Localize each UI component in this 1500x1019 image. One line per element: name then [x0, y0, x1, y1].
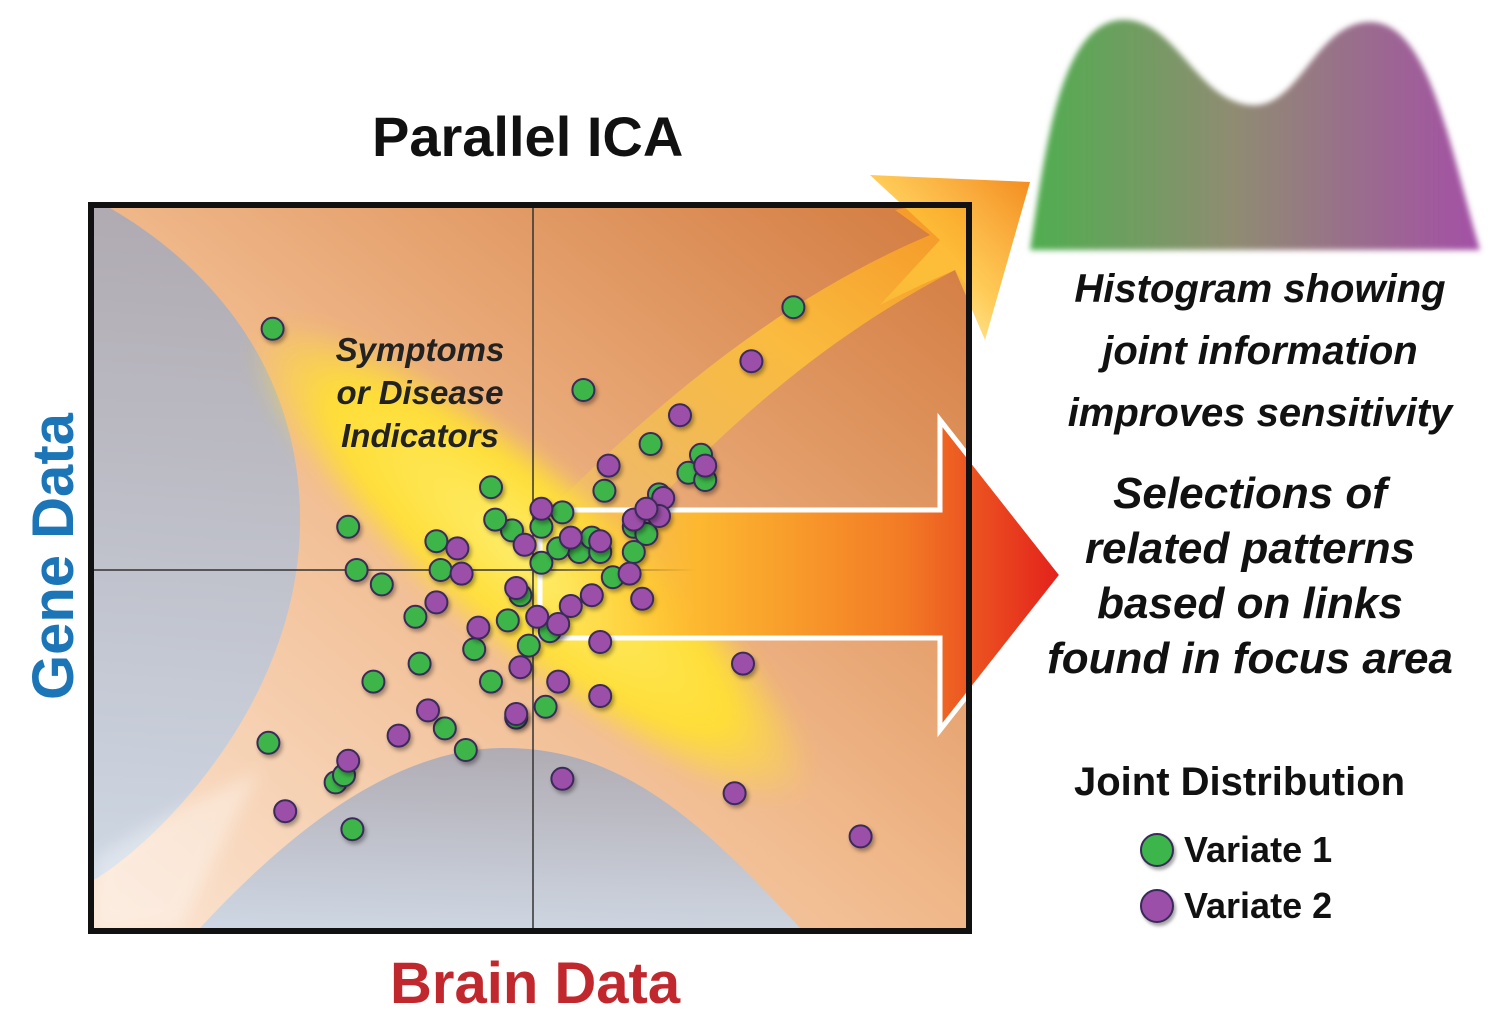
- variate-1-point-31: [256, 730, 281, 755]
- variate-2-point-27: [722, 781, 747, 806]
- variate-2-point-28: [273, 799, 298, 824]
- variate-2-point-25: [731, 651, 755, 676]
- variate-2-point-5: [558, 525, 583, 550]
- variate-2-point-14: [504, 576, 529, 600]
- variate-1-point-5: [571, 378, 596, 402]
- variate-2-point-21: [386, 723, 411, 748]
- variate-1-point-9: [361, 669, 386, 694]
- variate-1-point-10: [403, 604, 428, 629]
- histogram-shape: [1030, 19, 1480, 251]
- bottom-left-glow: [94, 770, 260, 928]
- variate-2-point-17: [546, 612, 571, 636]
- variate-2-point-8: [512, 532, 537, 557]
- variate-1-point-16: [550, 500, 575, 525]
- variate-2-point-11: [579, 583, 604, 608]
- legend-marker-variate-2: [1140, 889, 1174, 923]
- legend-label-variate-1: Variate 1: [1184, 829, 1333, 870]
- variate-2-point-13: [558, 594, 583, 618]
- chart-title: Parallel ICA: [372, 105, 684, 168]
- selections-text: Selections of related patterns based on …: [1047, 469, 1453, 683]
- variate-1-point-18: [516, 633, 541, 658]
- variate-2-point-1: [668, 403, 692, 428]
- variate-1-point-36: [432, 716, 457, 741]
- variate-2-point-29: [848, 824, 873, 849]
- legend-title: Joint Distribution: [1074, 760, 1406, 804]
- variate-1-point-3: [369, 572, 394, 597]
- variate-1-point-34: [340, 817, 365, 842]
- plot-frame: [88, 202, 972, 934]
- variate-1-point-1: [424, 529, 449, 554]
- variate-2-point-22: [336, 748, 361, 773]
- variate-1-point-41: [483, 507, 508, 532]
- variate-2-point-18: [588, 630, 613, 654]
- x-axis-label: Brain Data: [390, 951, 681, 1016]
- variate-2-point-19: [546, 669, 571, 694]
- variate-2-point-6: [617, 561, 642, 586]
- variate-2-point-30: [529, 496, 554, 521]
- variate-2-point-16: [466, 615, 491, 640]
- variate-2-point-0: [739, 349, 764, 374]
- variate-2-point-20: [508, 655, 533, 680]
- y-axis-label: Gene Data: [21, 413, 86, 700]
- variate-1-point-14: [592, 478, 617, 503]
- variate-2-point-32: [416, 698, 440, 723]
- variate-2-point-24: [588, 684, 613, 708]
- variate-2-point-34: [588, 529, 613, 554]
- legend-marker-variate-1: [1140, 833, 1174, 867]
- variate-1-point-28: [407, 651, 432, 676]
- variate-1-point-29: [462, 637, 487, 662]
- variate-2-point-2: [693, 453, 718, 478]
- histogram-caption: Histogram showing joint information impr…: [1067, 267, 1453, 435]
- variate-2-point-35: [634, 496, 659, 521]
- variate-1-point-35: [479, 669, 503, 694]
- scatter-points: [256, 295, 873, 849]
- variate-2-point-12: [630, 586, 655, 611]
- variate-2-point-10: [449, 561, 474, 586]
- variate-2-point-33: [424, 590, 449, 615]
- variate-1-point-30: [453, 738, 478, 762]
- focus-area-annotation: Symptoms or Disease Indicators: [335, 331, 505, 454]
- legend-item-variate-1: Variate 1: [1140, 829, 1333, 870]
- variate-2-point-15: [525, 604, 550, 629]
- variate-1-point-0: [260, 316, 285, 341]
- variate-2-point-4: [596, 453, 621, 478]
- top-arrow-head: [870, 175, 1030, 340]
- legend-label-variate-2: Variate 2: [1184, 885, 1333, 926]
- variate-1-point-19: [533, 694, 558, 719]
- bottom-gray-region: [200, 747, 800, 928]
- variate-1-point-26: [336, 514, 361, 539]
- variate-1-point-21: [638, 432, 663, 456]
- legend-item-variate-2: Variate 2: [1140, 885, 1333, 926]
- variate-2-point-23: [504, 702, 529, 726]
- variate-1-point-43: [621, 540, 646, 564]
- variate-1-point-27: [428, 558, 453, 582]
- variate-2-point-26: [550, 766, 575, 791]
- variate-2-point-9: [445, 536, 470, 561]
- variate-1-point-44: [344, 558, 369, 582]
- variate-1-point-17: [529, 550, 554, 575]
- variate-1-point-4: [495, 608, 520, 633]
- left-gray-region: [94, 208, 300, 880]
- variate-1-point-7: [479, 475, 503, 500]
- variate-1-point-20: [781, 295, 806, 320]
